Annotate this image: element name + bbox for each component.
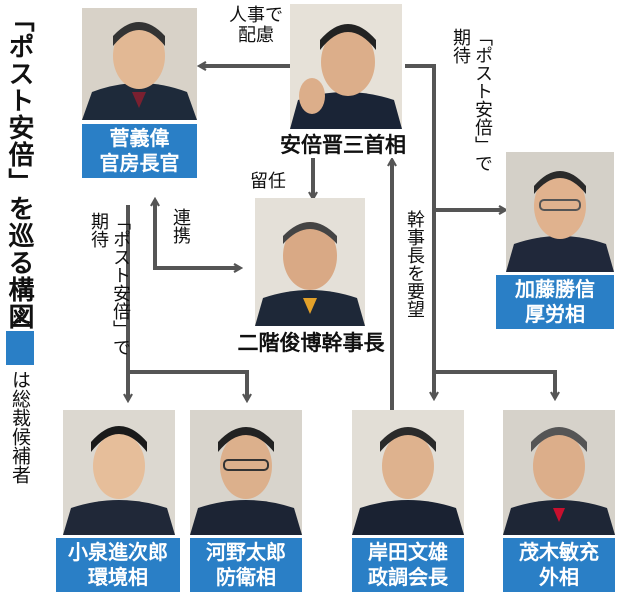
arrow-abe-motegi <box>434 370 555 398</box>
arrow-suga-nikai <box>153 205 240 268</box>
relation-kishida-abe: 幹事長を要望 <box>404 210 425 318</box>
kato-portrait <box>506 152 614 272</box>
kono-label: 河野太郎 防衛相 <box>190 538 302 592</box>
nikai-portrait <box>255 198 365 326</box>
koizumi-label: 小泉進次郎 環境相 <box>56 538 180 592</box>
suga-portrait <box>82 8 197 120</box>
kato-label: 加藤勝信 厚労相 <box>496 275 614 329</box>
motegi-portrait <box>503 410 615 535</box>
diagram-title: 「ポスト安倍」を巡る構図 <box>4 6 34 330</box>
relation-abe-kato: 「ポスト安倍」で期待 <box>450 28 493 172</box>
abe-label: 安倍晋三首相 <box>268 132 418 158</box>
kono-portrait <box>190 410 302 535</box>
koizumi-portrait <box>63 410 175 535</box>
kishida-label: 岸田文雄 政調会長 <box>352 538 464 592</box>
arrow-suga-kono <box>128 370 247 400</box>
nikai-label: 二階俊博幹事長 <box>236 330 386 356</box>
legend-text: は総裁候補者 <box>9 370 31 484</box>
motegi-label: 茂木敏充 外相 <box>503 538 615 592</box>
relation-suga-younger: 「ポスト安倍」で期待 <box>88 212 131 356</box>
arrow-abe-kato <box>405 64 505 210</box>
suga-label: 菅義偉 官房長官 <box>82 124 197 178</box>
kishida-portrait <box>352 410 464 535</box>
abe-portrait <box>290 4 402 129</box>
relation-abe-nikai: 留任 <box>250 171 286 192</box>
legend-color-box <box>6 331 34 365</box>
legend-mark: ※ <box>9 306 31 328</box>
relation-suga-nikai: 連携 <box>170 208 191 244</box>
relation-abe-suga: 人事で 配慮 <box>229 5 283 46</box>
